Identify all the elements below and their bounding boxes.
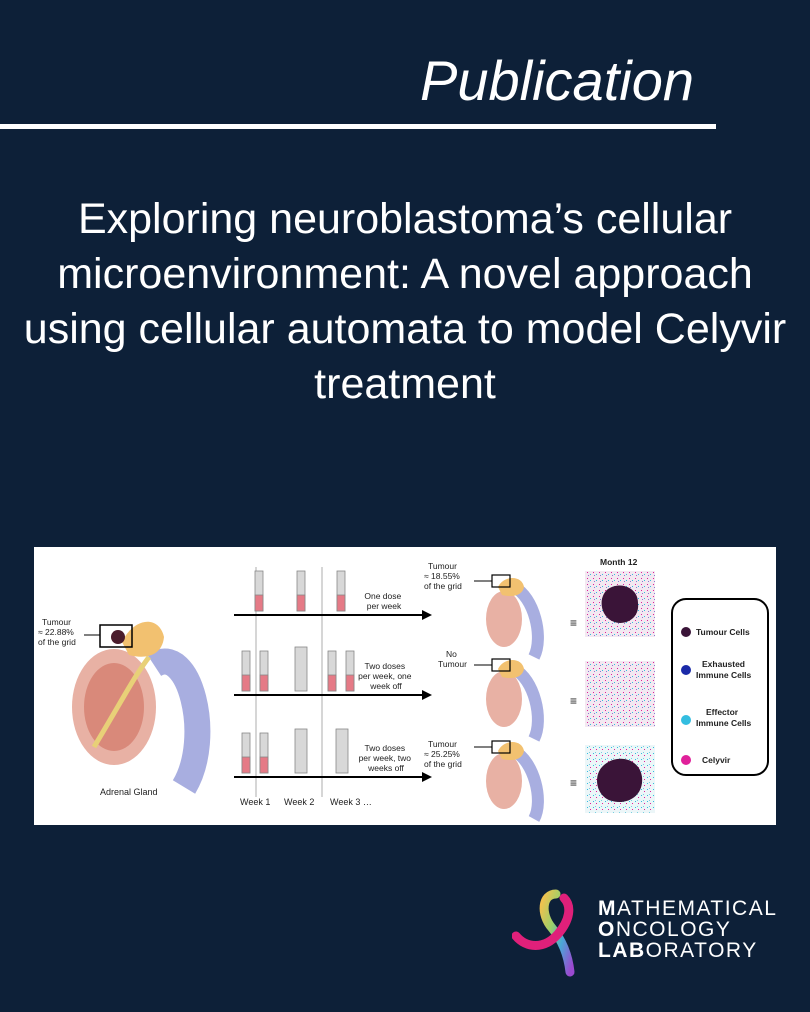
header-divider <box>0 124 716 129</box>
equiv-symbol-1: ≡ <box>570 616 577 630</box>
syringes-row-1 <box>254 570 346 612</box>
schedule-row-1: One dose per week <box>364 591 403 611</box>
sim-grid-1 <box>585 571 655 637</box>
syringes-row-2 <box>241 646 355 692</box>
week-3-label: Week 3 … <box>330 797 372 807</box>
sim-grid-2 <box>585 661 655 727</box>
ribbon-icon <box>511 889 575 977</box>
section-label: Publication <box>420 49 694 112</box>
lab-logo: MATHEMATICAL ONCOLOGY LABORATORY <box>511 888 792 978</box>
svg-text:Tumour Cells: Tumour Cells <box>696 627 750 637</box>
logo-line-1: MATHEMATICAL <box>598 897 778 920</box>
legend-item-celyvir: Celyvir <box>681 755 731 765</box>
equiv-symbol-3: ≡ <box>570 776 577 790</box>
figure-graphic: Tumour ≈ 22.88% of the grid Adrenal Glan… <box>38 557 769 822</box>
logo-wordmark: MATHEMATICAL ONCOLOGY LABORATORY <box>598 898 777 961</box>
legend-item-effector: Effector Immune Cells <box>681 707 752 728</box>
result-row-2: No Tumour <box>438 649 467 669</box>
result-row-3: Tumour ≈ 25.25% of the grid <box>424 739 462 769</box>
result-row-1: Tumour ≈ 18.55% of the grid <box>424 561 462 591</box>
kidney-small-1 <box>474 574 544 660</box>
kidney-small-3 <box>474 740 544 822</box>
logo-line-2: ONCOLOGY <box>598 918 732 941</box>
left-tumour-label: Tumour ≈ 22.88% of the grid <box>38 617 76 647</box>
publication-title: Exploring neuroblastoma’s cellular micro… <box>23 195 787 408</box>
legend-item-tumour: Tumour Cells <box>681 627 750 637</box>
week-2-label: Week 2 <box>284 797 314 807</box>
equiv-symbol-2: ≡ <box>570 694 577 708</box>
month-label: Month 12 <box>600 557 638 567</box>
organ-label: Adrenal Gland <box>100 787 158 797</box>
week-1-label: Week 1 <box>240 797 270 807</box>
legend-item-exhausted: Exhausted Immune Cells <box>681 659 752 680</box>
svg-text:Exhausted Immune Cells: Exhausted Immune Cells <box>696 659 752 680</box>
syringes-row-3 <box>241 728 349 774</box>
schedule-row-2: Two doses per week, one week off <box>358 661 414 691</box>
sim-grid-3 <box>585 745 655 813</box>
logo-line-3: LABORATORY <box>598 939 758 962</box>
tumour-box <box>99 624 133 648</box>
svg-text:Effector Immune Cells: Effector Immune Cells <box>696 707 752 728</box>
publication-figure: Tumour ≈ 22.88% of the grid Adrenal Glan… <box>34 547 776 825</box>
kidney-large <box>72 621 211 794</box>
svg-text:Celyvir: Celyvir <box>702 755 731 765</box>
schedule-row-3: Two doses per week, two weeks off <box>359 743 414 773</box>
legend-box <box>671 598 769 776</box>
kidney-small-2 <box>474 658 544 742</box>
